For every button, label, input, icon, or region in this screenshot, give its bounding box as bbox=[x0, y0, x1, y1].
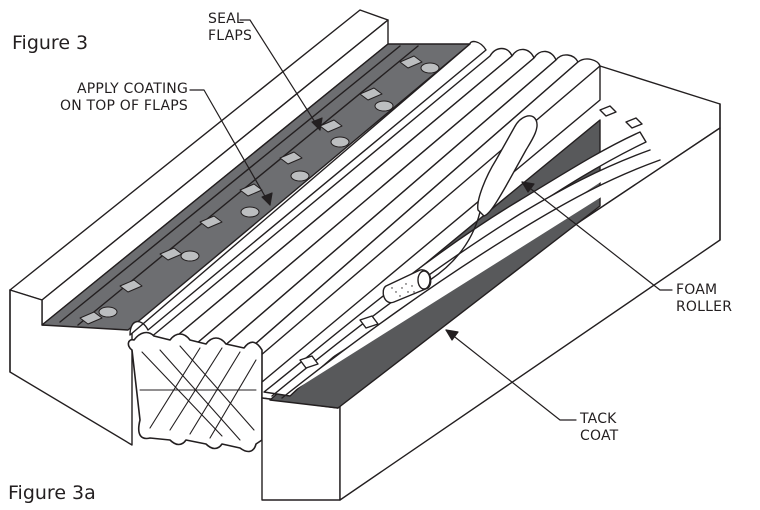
seal-flap-tabs bbox=[79, 55, 440, 325]
seal-flaps-line-2: FLAPS bbox=[208, 28, 253, 44]
foam-roller-line-2: ROLLER bbox=[676, 299, 733, 315]
figure-caption: Figure 3a bbox=[8, 482, 96, 504]
foam-roller-label: FOAM ROLLER bbox=[676, 282, 732, 316]
foam-roller-line-1: FOAM bbox=[676, 282, 718, 298]
apply-coating-line-2: ON TOP OF FLAPS bbox=[59, 98, 188, 114]
left-concrete-block bbox=[9, 9, 389, 446]
peeled-seal-flaps bbox=[263, 105, 661, 399]
figure-title: Figure 3 bbox=[12, 32, 89, 54]
seal-flaps-label: SEAL FLAPS bbox=[208, 11, 252, 45]
roller-handle bbox=[477, 115, 538, 217]
seal-tubes bbox=[129, 40, 601, 357]
foam-roller-icon bbox=[382, 115, 538, 304]
leader-lines bbox=[189, 19, 673, 421]
apply-coating-line-1: APPLY COATING bbox=[76, 81, 188, 97]
expansion-seal-icon bbox=[127, 331, 263, 453]
seal-flaps-line-1: SEAL bbox=[208, 11, 244, 27]
tack-coat-line-2: COAT bbox=[580, 428, 619, 444]
tack-coat-label: TACK COAT bbox=[580, 411, 618, 445]
tack-coat-line-1: TACK bbox=[580, 411, 617, 427]
apply-coating-label: APPLY COATING ON TOP OF FLAPS bbox=[2, 81, 188, 115]
